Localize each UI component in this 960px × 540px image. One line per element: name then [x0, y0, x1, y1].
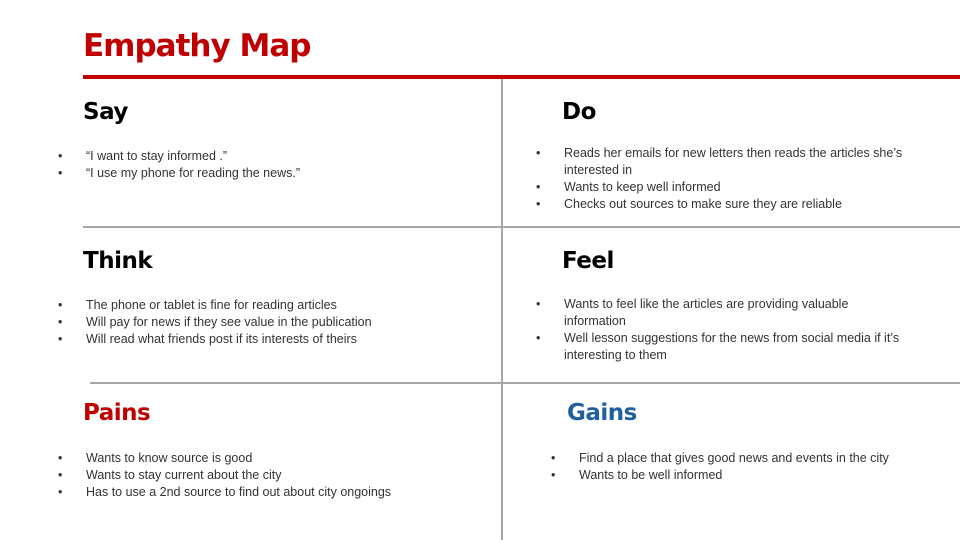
- list-item: Wants to be well informed: [551, 467, 941, 484]
- list-item: Will pay for news if they see value in t…: [58, 314, 478, 331]
- do-heading: Do: [562, 99, 596, 125]
- pains-list: Wants to know source is good Wants to st…: [58, 450, 478, 501]
- think-list: The phone or tablet is fine for reading …: [58, 297, 478, 348]
- feel-list: Wants to feel like the articles are prov…: [536, 296, 906, 364]
- horizontal-divider-bottom: [90, 382, 960, 384]
- list-item: Wants to stay current about the city: [58, 467, 478, 484]
- list-item: Wants to feel like the articles are prov…: [536, 296, 906, 330]
- horizontal-divider-top: [83, 226, 960, 228]
- list-item: Checks out sources to make sure they are…: [536, 196, 906, 213]
- list-item: Find a place that gives good news and ev…: [551, 450, 941, 467]
- gains-list: Find a place that gives good news and ev…: [551, 450, 941, 484]
- gains-heading: Gains: [567, 400, 637, 426]
- list-item: Has to use a 2nd source to find out abou…: [58, 484, 478, 501]
- list-item: Wants to know source is good: [58, 450, 478, 467]
- vertical-divider: [501, 79, 503, 540]
- list-item: “I use my phone for reading the news.”: [58, 165, 478, 182]
- list-item: Well lesson suggestions for the news fro…: [536, 330, 906, 364]
- list-item: Wants to keep well informed: [536, 179, 906, 196]
- title-underline: [83, 75, 960, 79]
- say-list: “I want to stay informed .” “I use my ph…: [58, 148, 478, 182]
- say-heading: Say: [83, 99, 128, 125]
- list-item: Reads her emails for new letters then re…: [536, 145, 906, 179]
- pains-heading: Pains: [83, 400, 151, 426]
- list-item: The phone or tablet is fine for reading …: [58, 297, 478, 314]
- list-item: Will read what friends post if its inter…: [58, 331, 478, 348]
- list-item: “I want to stay informed .”: [58, 148, 478, 165]
- think-heading: Think: [83, 248, 153, 274]
- feel-heading: Feel: [562, 248, 614, 274]
- do-list: Reads her emails for new letters then re…: [536, 145, 906, 213]
- page-title: Empathy Map: [83, 28, 311, 64]
